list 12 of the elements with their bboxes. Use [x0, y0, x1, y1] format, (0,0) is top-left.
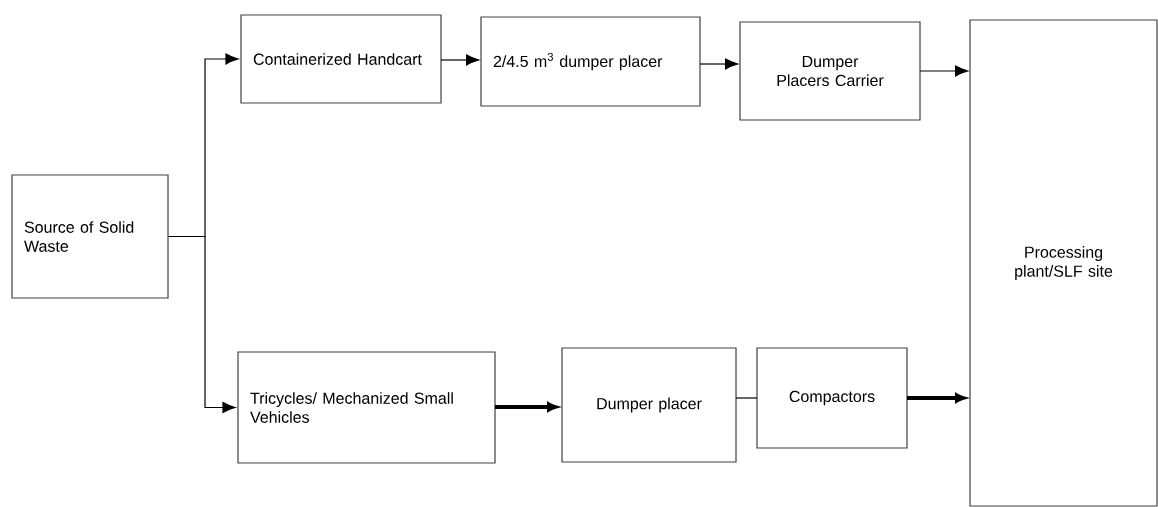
process-box: Tricycles/ Mechanized Small Vehicles — [237, 351, 496, 464]
process-box: Containerized Handcart — [240, 14, 442, 104]
process-box: Processing plant/SLF site — [969, 19, 1158, 507]
arrow — [699, 58, 739, 70]
process-box: Dumper Placers Carrier — [739, 21, 921, 121]
arrow — [440, 54, 480, 66]
arrow — [168, 235, 236, 414]
arrow — [919, 65, 969, 77]
process-box: Dumper placer — [561, 347, 737, 463]
process-box: Compactors — [756, 347, 908, 449]
process-box: Source of Solid Waste — [11, 174, 169, 299]
process-box: 2/4.5 m$^{3}$ dumper placer — [480, 16, 701, 107]
